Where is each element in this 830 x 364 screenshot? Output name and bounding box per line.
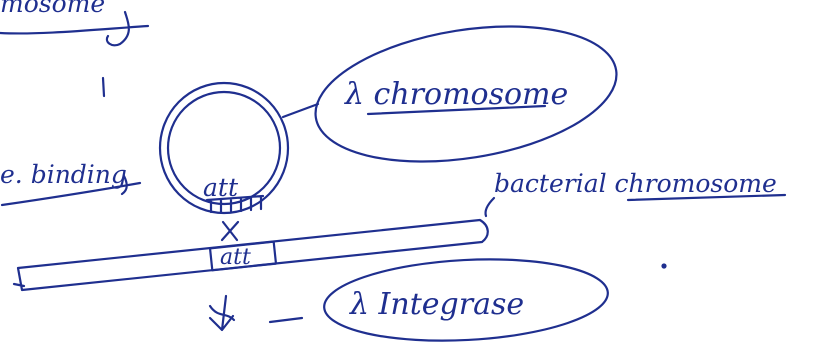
- stray-tick: [103, 78, 104, 96]
- bacterial-chromosome-bar: [14, 220, 488, 290]
- top-fragment-text: mosome: [0, 0, 105, 18]
- pointer-to-bar: [485, 198, 494, 216]
- crossover-x: [222, 222, 238, 240]
- integration-arrow: [210, 296, 234, 330]
- pointer-line-to-circle: [283, 104, 318, 117]
- lambda-integrase-label: λ Integrase: [349, 287, 524, 322]
- att-bacterial-label: att: [220, 245, 251, 270]
- stray-dot: [661, 263, 666, 268]
- arrow-dash: [270, 318, 302, 322]
- bacterial-chromosome-label: bacterial chromosome: [494, 169, 777, 198]
- binding-fragment-text: e. binding: [0, 160, 127, 189]
